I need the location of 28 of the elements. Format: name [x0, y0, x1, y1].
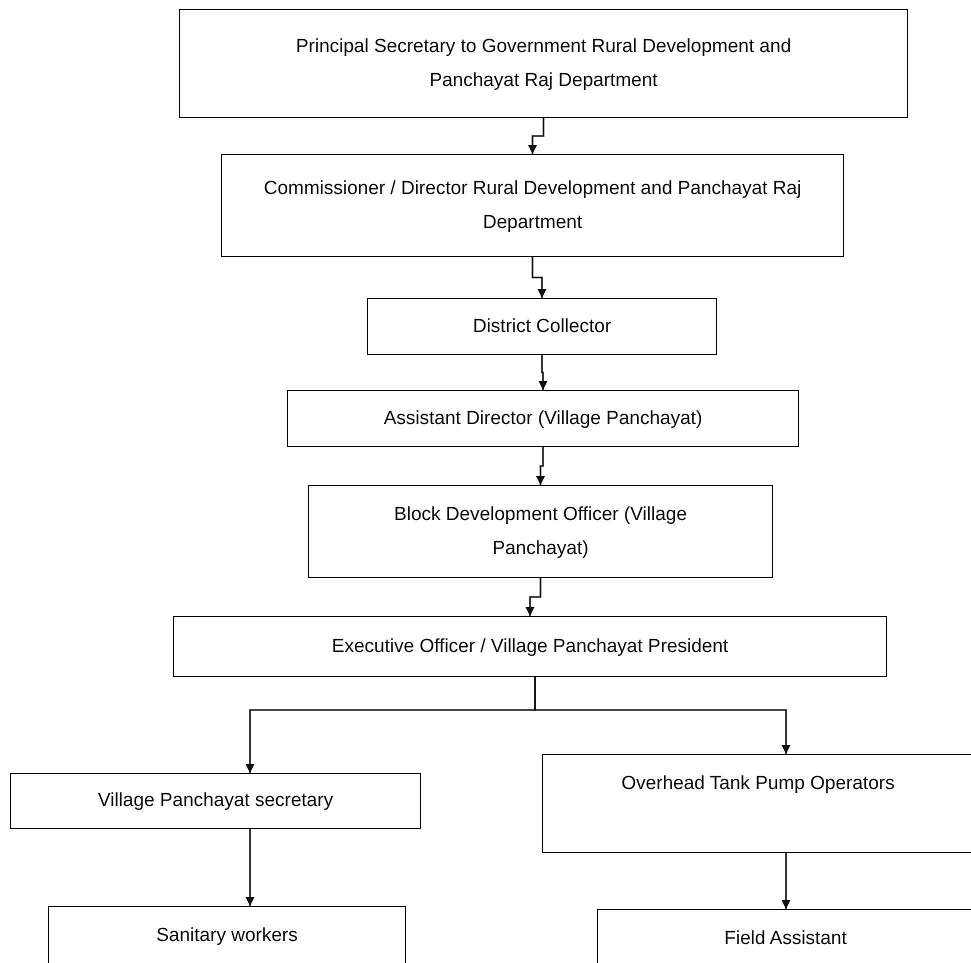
org-box	[221, 154, 844, 257]
position-title: Sanitary workers	[156, 924, 298, 948]
org-box	[597, 909, 971, 963]
org-box	[308, 485, 773, 578]
org-box	[10, 773, 421, 829]
arrow	[534, 677, 790, 754]
org-box	[179, 9, 908, 118]
arrow	[782, 853, 790, 909]
position-title: Overhead Tank Pump Operators	[621, 772, 895, 796]
org-box	[173, 616, 887, 677]
arrow	[536, 447, 545, 485]
position-title: Field Assistant	[724, 927, 847, 951]
position-title: Assistant Director (Village Panchayat)	[384, 406, 702, 431]
arrow	[532, 257, 546, 298]
org-box	[367, 298, 717, 355]
arrow	[528, 118, 544, 154]
arrow	[538, 355, 548, 390]
org-box	[542, 754, 971, 853]
arrow	[246, 829, 254, 906]
position-title: Village Panchayat secretary	[98, 789, 334, 814]
org-box	[48, 906, 406, 963]
position-title: District Collector	[472, 314, 612, 339]
position-title: Executive Officer / Village Panchayat President	[332, 634, 728, 659]
position-title: Principal Secretary to Government Rural Development and Panchayat Raj Department	[294, 35, 792, 92]
org-box	[287, 390, 799, 447]
position-title: Block Development Officer (Village Panchayat)	[393, 503, 688, 560]
position-title: Commissioner / Director Rural Development and Panchayat Raj Department	[262, 177, 802, 234]
arrow	[526, 578, 542, 616]
